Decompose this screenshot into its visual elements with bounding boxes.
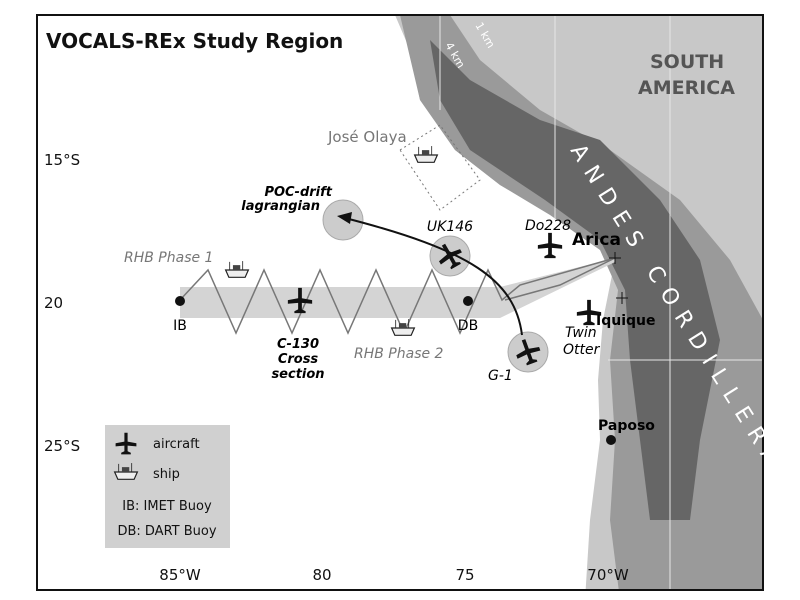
lon-tick-80: 80 <box>312 566 331 584</box>
lat-tick-15: 15°S <box>44 151 80 169</box>
paposo-label: Paposo <box>598 418 655 434</box>
map-title: VOCALS-REx Study Region <box>46 29 343 53</box>
legend-ship-label: ship <box>153 467 180 482</box>
ib-buoy <box>175 296 185 306</box>
terrain-high <box>430 40 720 520</box>
lon-tick-75: 75 <box>455 566 474 584</box>
db-buoy <box>463 296 473 306</box>
drift-arrow <box>344 217 523 336</box>
iquique-marker <box>616 292 628 304</box>
c130-label-1: C-130 <box>277 337 319 352</box>
iquique-label: Iquique <box>596 313 655 329</box>
continent-label-1: South <box>650 51 724 73</box>
paposo-dot <box>606 435 616 445</box>
lat-tick-25: 25°S <box>44 437 80 455</box>
legend: aircraft ship IB: IMET Buoy DB: DART Buo… <box>105 425 230 548</box>
ib-label: IB <box>173 318 187 334</box>
continent-label-2: America <box>638 77 735 99</box>
map-frame <box>36 14 764 591</box>
jose-olaya-survey-area <box>399 124 481 211</box>
jose-olaya-label: José Olaya <box>327 128 407 146</box>
legend-db-label: DB: DART Buoy <box>117 524 216 539</box>
lon-tick-70: 70°W <box>587 566 629 584</box>
rhb1-label: RHB Phase 1 <box>124 250 213 266</box>
g1-label: G-1 <box>488 368 513 384</box>
db-label: DB <box>458 318 478 334</box>
c130-label-3: section <box>271 367 324 382</box>
arica-label: Arica <box>572 230 621 250</box>
rhb2-label: RHB Phase 2 <box>354 346 444 362</box>
land-graticule <box>439 15 763 590</box>
rhb2-ship-icon <box>391 318 415 336</box>
do228-aircraft-icon <box>537 232 563 259</box>
uk146-label: UK146 <box>427 219 473 235</box>
twin-otter-label-2: Otter <box>563 342 601 358</box>
poc-label-2: lagrangian <box>241 199 320 214</box>
twin-otter-label-1: Twin <box>565 325 597 341</box>
poc-circle <box>322 199 364 241</box>
arica-marker <box>609 252 621 264</box>
c130-label-2: Cross <box>278 352 319 367</box>
legend-aircraft-label: aircraft <box>153 437 200 452</box>
lat-tick-20: 20 <box>44 294 63 312</box>
rhb1-ship-icon <box>225 260 249 278</box>
arrow-head <box>337 212 352 224</box>
legend-ib-label: IB: IMET Buoy <box>122 499 212 514</box>
lon-tick-85: 85°W <box>159 566 201 584</box>
poc-label-1: POC-drift <box>264 185 332 200</box>
do228-label: Do228 <box>525 218 571 234</box>
jose-olaya-ship-icon <box>414 145 438 163</box>
